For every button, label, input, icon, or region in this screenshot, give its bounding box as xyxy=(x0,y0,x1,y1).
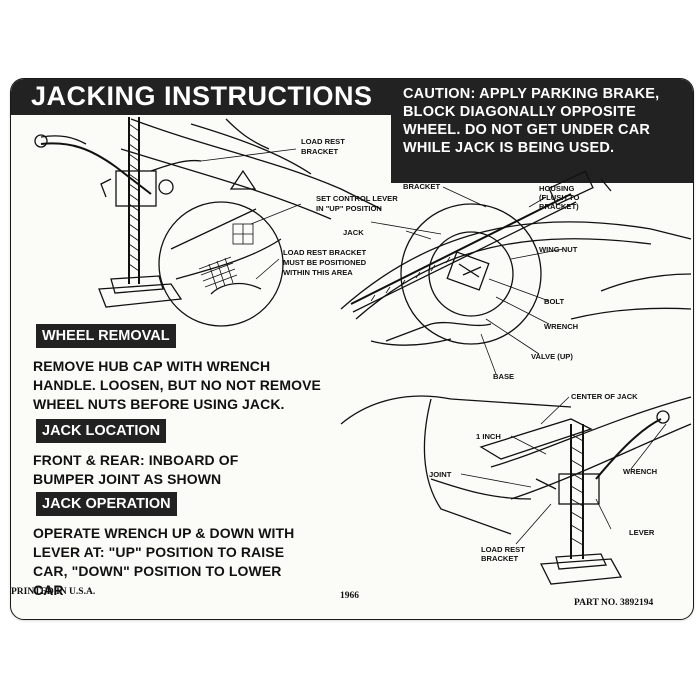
svg-text:VALVE (UP): VALVE (UP) xyxy=(531,352,573,361)
title-bar: JACKING INSTRUCTIONS xyxy=(11,79,391,115)
svg-text:WRENCH: WRENCH xyxy=(623,467,657,476)
label-load-rest-bracket-bottom-2: BRACKET xyxy=(481,554,518,563)
label-housing-3: BRACKET) xyxy=(539,202,579,211)
svg-text:LEVER: LEVER xyxy=(629,528,655,537)
jack-bumper-illustration xyxy=(34,117,382,327)
label-load-rest-note: LOAD REST BRACKET xyxy=(283,248,366,257)
svg-text:BRACKET: BRACKET xyxy=(481,554,518,563)
page-title: JACKING INSTRUCTIONS xyxy=(31,81,373,111)
svg-text:JACK: JACK xyxy=(343,228,364,237)
svg-text:BRACKET): BRACKET) xyxy=(539,202,579,211)
svg-text:WING NUT: WING NUT xyxy=(539,245,578,254)
year: 1966 xyxy=(340,591,359,601)
wheel-removal-text: REMOVE HUB CAP WITH WRENCH HANDLE. LOOSE… xyxy=(33,358,321,412)
label-wrench-2: WRENCH xyxy=(623,467,657,476)
wheel-removal-heading: WHEEL REMOVAL xyxy=(36,324,176,348)
svg-text:LOAD REST BRACKET: LOAD REST BRACKET xyxy=(283,248,366,257)
label-set-control-lever-2: IN "UP" POSITION xyxy=(316,204,382,213)
svg-text:1 INCH: 1 INCH xyxy=(476,432,501,441)
label-housing-2: (FLUSH TO xyxy=(539,193,579,202)
label-wing-nut: WING NUT xyxy=(539,245,578,254)
jack-location-heading: JACK LOCATION xyxy=(36,419,167,443)
jack-operation-text: OPERATE WRENCH UP & DOWN WITH LEVER AT: … xyxy=(33,525,295,598)
svg-text:MUST BE POSITIONED: MUST BE POSITIONED xyxy=(283,258,367,267)
label-center-of-jack: CENTER OF JACK xyxy=(571,392,638,401)
label-bracket: BRACKET xyxy=(403,182,440,191)
svg-text:BRACKET: BRACKET xyxy=(403,182,440,191)
svg-text:BASE: BASE xyxy=(493,372,514,381)
spare-tire-illustration xyxy=(340,170,692,375)
caution-box: CAUTION: APPLY PARKING BRAKE, BLOCK DIAG… xyxy=(391,79,693,183)
diagram-labels: LOAD REST BRACKET SET CONTROL LEVER IN "… xyxy=(283,137,657,563)
label-one-inch: 1 INCH xyxy=(476,432,501,441)
label-valve: VALVE (UP) xyxy=(531,352,573,361)
caution-text: CAUTION: APPLY PARKING BRAKE, BLOCK DIAG… xyxy=(403,86,660,156)
svg-text:HOUSING: HOUSING xyxy=(539,184,575,193)
label-jack: JACK xyxy=(343,228,364,237)
svg-text:WRENCH: WRENCH xyxy=(544,322,578,331)
label-load-rest-note-2: MUST BE POSITIONED xyxy=(283,258,367,267)
label-joint: JOINT xyxy=(429,470,452,479)
label-load-rest-bracket-bottom: LOAD REST xyxy=(481,545,525,554)
svg-text:JOINT: JOINT xyxy=(429,470,452,479)
svg-text:BRACKET: BRACKET xyxy=(301,147,338,156)
svg-text:SET CONTROL LEVER: SET CONTROL LEVER xyxy=(316,194,398,203)
jack-operation-heading: JACK OPERATION xyxy=(36,492,177,516)
label-lever: LEVER xyxy=(629,528,655,537)
label-wrench: WRENCH xyxy=(544,322,578,331)
svg-text:CENTER OF JACK: CENTER OF JACK xyxy=(571,392,638,401)
jack-location-text: FRONT & REAR: INBOARD OF BUMPER JOINT AS… xyxy=(33,452,239,487)
rear-bumper-illustration xyxy=(340,395,692,585)
printed-in-usa: PRINTED IN U.S.A. xyxy=(11,587,96,597)
jacking-diagram: LOAD REST BRACKET SET CONTROL LEVER IN "… xyxy=(34,117,692,585)
label-set-control-lever: SET CONTROL LEVER xyxy=(316,194,398,203)
svg-text:(FLUSH TO: (FLUSH TO xyxy=(539,193,579,202)
label-base: BASE xyxy=(493,372,514,381)
label-load-rest-note-3: WITHIN THIS AREA xyxy=(283,268,353,277)
svg-text:BOLT: BOLT xyxy=(544,297,564,306)
svg-text:LOAD REST: LOAD REST xyxy=(301,137,345,146)
header: JACKING INSTRUCTIONS CAUTION: APPLY PARK… xyxy=(11,79,693,183)
label-load-rest-bracket-2: BRACKET xyxy=(301,147,338,156)
label-housing: HOUSING xyxy=(539,184,575,193)
svg-text:IN "UP" POSITION: IN "UP" POSITION xyxy=(316,204,382,213)
svg-text:WITHIN THIS AREA: WITHIN THIS AREA xyxy=(283,268,353,277)
part-number: PART NO. 3892194 xyxy=(574,598,654,608)
jacking-instructions-decal: JACKING INSTRUCTIONS CAUTION: APPLY PARK… xyxy=(10,78,694,620)
svg-text:LOAD REST: LOAD REST xyxy=(481,545,525,554)
label-load-rest-bracket: LOAD REST xyxy=(301,137,345,146)
label-bolt: BOLT xyxy=(544,297,564,306)
